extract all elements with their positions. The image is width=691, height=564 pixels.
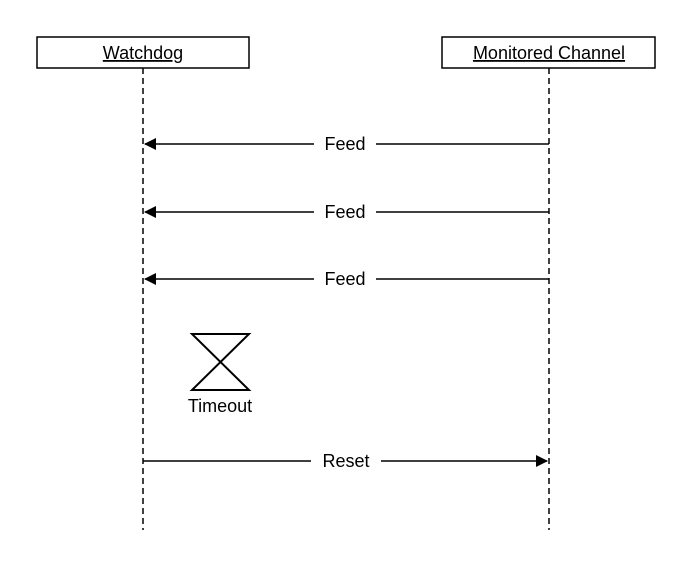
timer-label: Timeout	[188, 396, 252, 416]
lifeline-watchdog-box	[36, 36, 250, 69]
message-feed-1-label-bg	[314, 132, 376, 156]
lifeline-monitored-channel-label: Monitored Channel	[473, 43, 625, 63]
lifeline-monitored-channel: Monitored Channel	[441, 36, 656, 530]
timer: Timeout	[188, 333, 252, 416]
message-reset: Reset	[143, 449, 548, 473]
message-feed-3-label: Feed	[324, 269, 365, 289]
message-feed-2: Feed	[144, 200, 549, 224]
message-reset-label: Reset	[322, 451, 369, 471]
message-reset-label-bg	[311, 449, 381, 473]
message-feed-3-label-bg	[314, 267, 376, 291]
message-feed-2-label: Feed	[324, 202, 365, 222]
message-feed-2-label-bg	[314, 200, 376, 224]
message-feed-1: Feed	[144, 132, 549, 156]
lifeline-monitored-channel-box	[441, 36, 656, 69]
lifeline-watchdog-label: Watchdog	[103, 43, 183, 63]
message-feed-3: Feed	[144, 267, 549, 291]
lifeline-watchdog: Watchdog	[36, 36, 250, 530]
hourglass-icon	[189, 333, 252, 391]
message-feed-1-label: Feed	[324, 134, 365, 154]
